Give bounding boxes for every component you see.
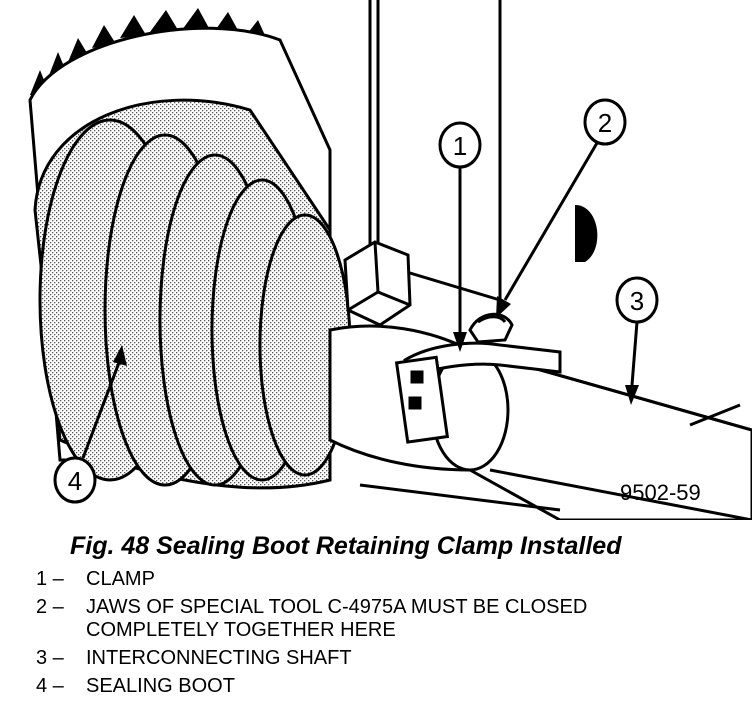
clamp	[394, 312, 562, 444]
callout-1: 1	[438, 121, 482, 352]
callout-4: 4	[53, 345, 127, 504]
hex-bolt	[343, 240, 412, 327]
legend-number: 4 –	[36, 675, 64, 697]
frame-member	[368, 0, 502, 303]
legend-number: 2 –	[36, 596, 64, 618]
legend-text: JAWS OF SPECIAL TOOL C-4975A MUST BE CLO…	[86, 596, 588, 641]
callout-1-label: 1	[453, 131, 467, 161]
callout-2-label: 2	[598, 108, 612, 138]
legend-item-shaft: 3 – INTERCONNECTING SHAFT	[36, 647, 706, 670]
legend-text: INTERCONNECTING SHAFT	[86, 647, 352, 669]
legend-item-boot: 4 – SEALING BOOT	[36, 675, 706, 698]
figure-code: 9502-59	[620, 480, 701, 505]
legend-number: 3 –	[36, 647, 64, 669]
legend-item-tool-jaws: 2 – JAWS OF SPECIAL TOOL C-4975A MUST BE…	[36, 596, 706, 642]
callout-3-label: 3	[630, 286, 644, 316]
callout-4-label: 4	[68, 466, 82, 496]
legend-text: SEALING BOOT	[86, 675, 235, 697]
legend-number: 1 –	[36, 568, 64, 590]
callout-2: 2	[496, 98, 627, 318]
clamp-installation-illustration: 1 2 3 4 9502-59	[28, 0, 752, 520]
shaft-edge-line	[359, 483, 561, 512]
figure-caption: Fig. 48 Sealing Boot Retaining Clamp Ins…	[70, 532, 622, 560]
legend-list: 1 – CLAMP 2 – JAWS OF SPECIAL TOOL C-497…	[36, 568, 706, 703]
right-bolt	[575, 205, 598, 262]
callout-3: 3	[615, 276, 659, 405]
legend-item-clamp: 1 – CLAMP	[36, 568, 706, 591]
legend-text: CLAMP	[86, 568, 155, 590]
